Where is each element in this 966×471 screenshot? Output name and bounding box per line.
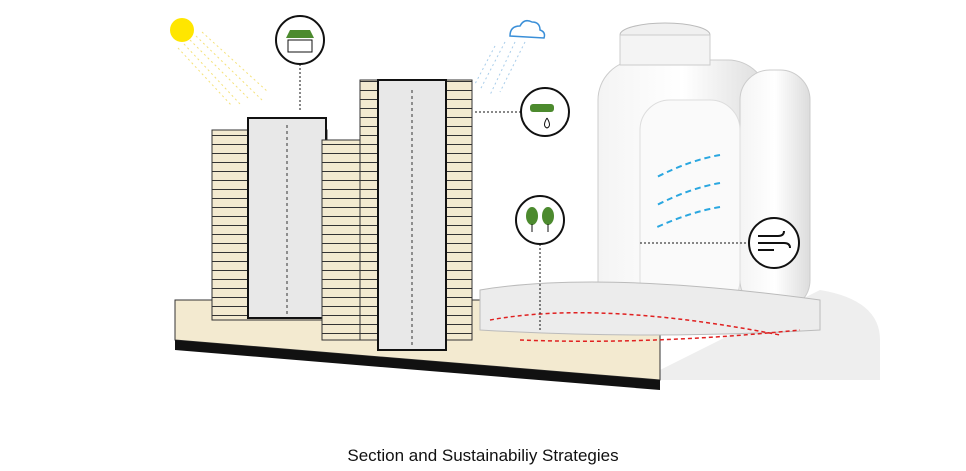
airflow-arrows xyxy=(654,154,721,229)
trees-icon xyxy=(515,195,565,330)
round-tower xyxy=(597,22,880,380)
water-tap-icon xyxy=(475,87,570,137)
tower-right xyxy=(321,79,473,351)
rain-cloud-icon xyxy=(474,19,546,96)
building-section-illustration xyxy=(170,15,880,390)
tower-left xyxy=(211,117,328,321)
wind-icon xyxy=(640,217,800,269)
sun-icon xyxy=(170,18,269,107)
solar-panel-icon xyxy=(275,15,325,112)
figure-caption: Section and Sustainabiliy Strategies xyxy=(347,446,619,465)
